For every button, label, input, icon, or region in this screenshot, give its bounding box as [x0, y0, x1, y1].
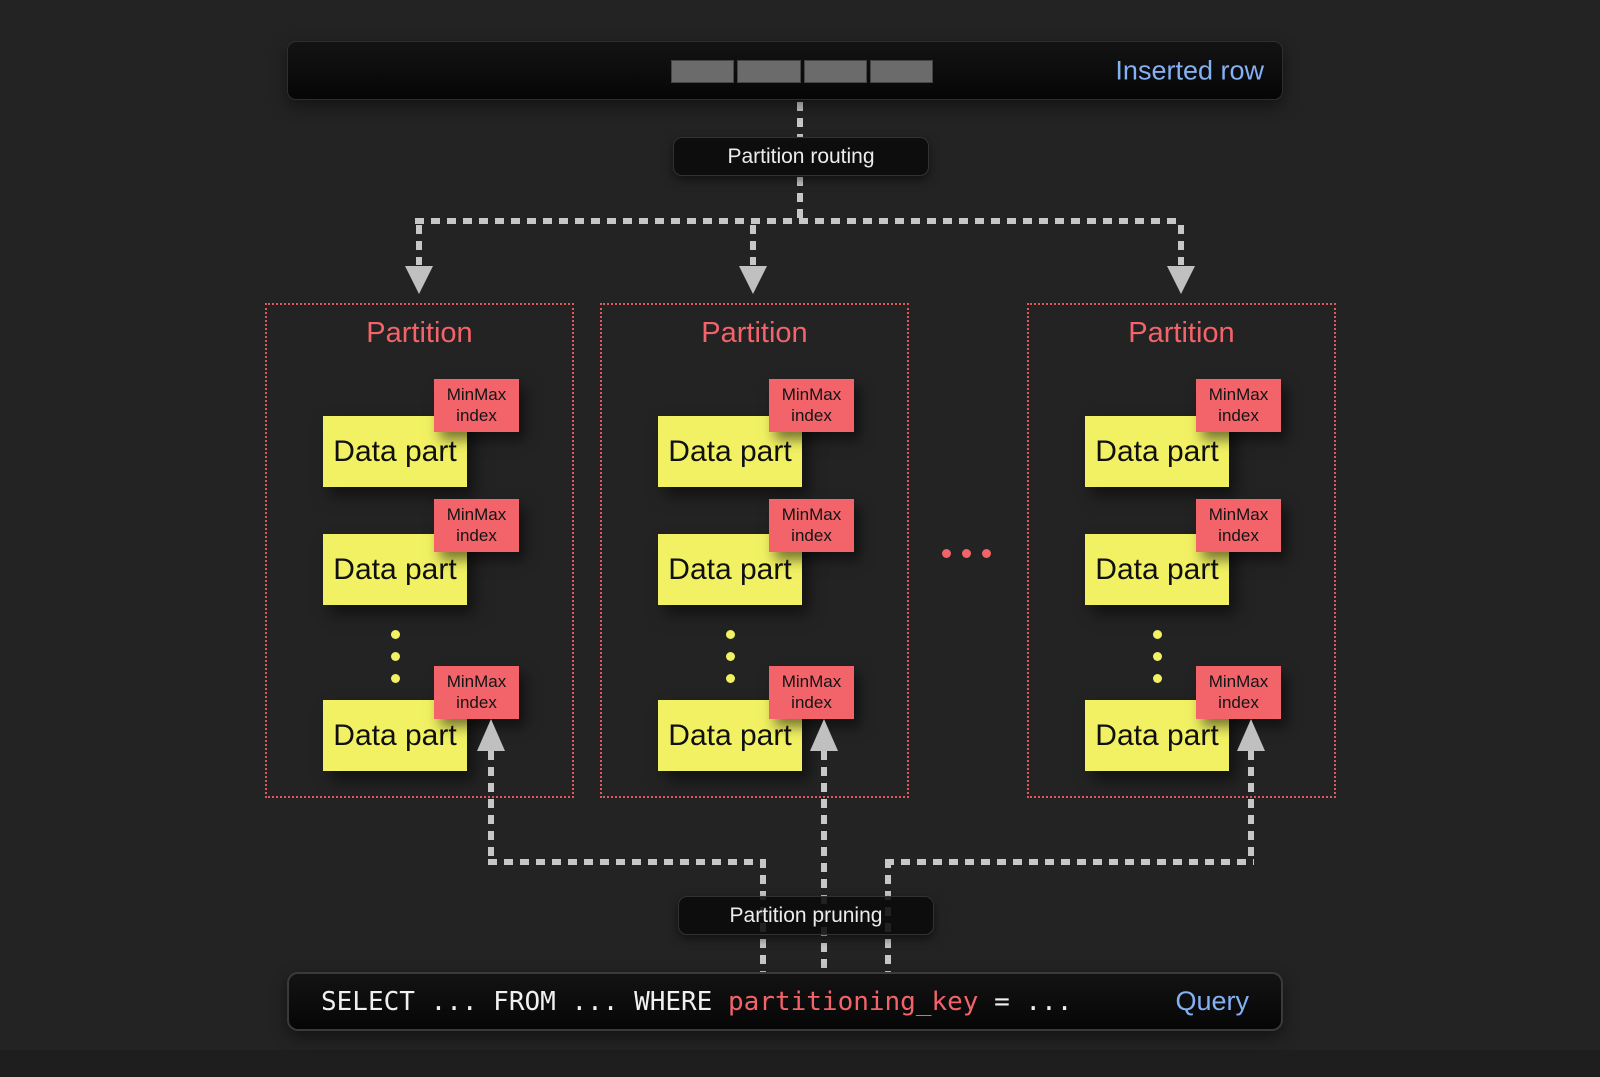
more-parts-ellipsis — [1153, 630, 1162, 696]
sql-suffix: = ... — [978, 986, 1073, 1017]
partition-title: Partition — [366, 317, 473, 349]
routing-line-spread — [415, 218, 1183, 224]
sql-prefix: SELECT ... FROM ... WHERE — [321, 986, 728, 1017]
more-parts-ellipsis — [391, 630, 400, 696]
sql-query-text: SELECT ... FROM ... WHERE partitioning_k… — [321, 987, 1072, 1017]
arrow-up-icon — [477, 719, 505, 751]
ellipsis-dot — [1153, 674, 1162, 683]
routing-line-mid — [797, 177, 803, 219]
routing-drop-2 — [750, 225, 756, 265]
minmax-index-tag: MinMax index — [769, 499, 854, 552]
minmax-index-tag: MinMax index — [1196, 379, 1281, 432]
arrow-up-icon — [1237, 719, 1265, 751]
ellipsis-dot — [1153, 630, 1162, 639]
data-part: Data part — [1085, 416, 1229, 487]
partition-pruning-pill: Partition pruning — [678, 896, 934, 935]
partition-title: Partition — [1128, 317, 1235, 349]
row-segment — [671, 60, 735, 83]
routing-line-top — [797, 102, 803, 138]
ellipsis-dot — [982, 549, 991, 558]
pruning-line-3-rise — [1248, 751, 1254, 862]
sql-partitioning-key: partitioning_key — [728, 986, 979, 1017]
ellipsis-dot — [726, 652, 735, 661]
ellipsis-dot — [962, 549, 971, 558]
minmax-index-tag: MinMax index — [769, 379, 854, 432]
minmax-index-tag: MinMax index — [434, 379, 519, 432]
minmax-index-tag: MinMax index — [434, 666, 519, 719]
arrow-up-icon — [810, 719, 838, 751]
partition-box: Partition Data part MinMax index Data pa… — [1027, 303, 1336, 798]
routing-drop-3 — [1178, 225, 1184, 265]
ellipsis-dot — [942, 549, 951, 558]
minmax-index-tag: MinMax index — [434, 499, 519, 552]
ellipsis-dot — [726, 630, 735, 639]
bottom-strip — [0, 1050, 1600, 1077]
arrow-down-icon — [405, 266, 433, 294]
pruning-line-3-run — [885, 859, 1254, 865]
partition-box: Partition Data part MinMax index Data pa… — [265, 303, 574, 798]
ellipsis-dot — [391, 630, 400, 639]
data-part: Data part — [658, 416, 802, 487]
partition-routing-pill: Partition routing — [673, 137, 929, 176]
inserted-row-label: Inserted row — [1115, 55, 1264, 85]
partition-box: Partition Data part MinMax index Data pa… — [600, 303, 909, 798]
pruning-line-1-run — [488, 859, 763, 865]
pruning-line-1-rise — [488, 751, 494, 862]
more-parts-ellipsis — [726, 630, 735, 696]
row-segment — [869, 60, 933, 83]
row-segment — [803, 60, 867, 83]
arrow-down-icon — [739, 266, 767, 294]
inserted-row-segments — [671, 60, 933, 83]
partition-title: Partition — [701, 317, 808, 349]
ellipsis-dot — [1153, 652, 1162, 661]
minmax-index-tag: MinMax index — [1196, 499, 1281, 552]
pruning-line-2 — [821, 751, 827, 973]
ellipsis-dot — [391, 652, 400, 661]
arrow-down-icon — [1167, 266, 1195, 294]
query-bar: SELECT ... FROM ... WHERE partitioning_k… — [287, 972, 1283, 1031]
inserted-row-bar: Inserted row — [287, 41, 1283, 100]
row-segment — [737, 60, 801, 83]
query-label: Query — [1175, 986, 1249, 1016]
minmax-index-tag: MinMax index — [769, 666, 854, 719]
ellipsis-dot — [726, 674, 735, 683]
ellipsis-dot — [391, 674, 400, 683]
routing-drop-1 — [416, 225, 422, 265]
minmax-index-tag: MinMax index — [1196, 666, 1281, 719]
more-partitions-ellipsis — [942, 549, 991, 558]
